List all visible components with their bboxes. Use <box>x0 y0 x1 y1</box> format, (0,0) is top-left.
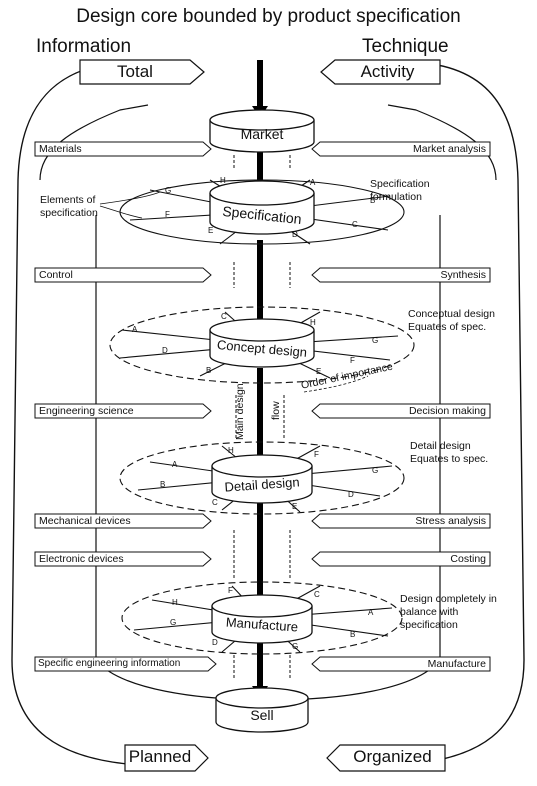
stage-sell: Sell <box>250 707 274 723</box>
spec-letter: E <box>208 226 214 235</box>
spec-letter: H <box>220 176 226 185</box>
planned-arrow-box <box>124 744 209 772</box>
concept-letter: G <box>372 336 379 345</box>
input-engineering-science: Engineering science <box>39 405 134 417</box>
diagram-title: Design core bounded by product specifica… <box>76 6 461 27</box>
planned-label: Planned <box>128 747 192 766</box>
note-design-balance: Design completely in balance with specif… <box>400 593 497 631</box>
note-specification-formulation: Specification formulation <box>370 178 430 203</box>
organized-label: Organized <box>353 747 432 766</box>
spec-letter: A <box>310 178 316 187</box>
input-stress-analysis: Stress analysis <box>415 515 486 527</box>
information-header: Information <box>36 36 132 57</box>
activity-arrow-box <box>320 59 441 85</box>
organized-arrow-box <box>326 744 446 772</box>
outer-left-boundary <box>11 61 141 766</box>
spec-letter: C <box>352 220 358 229</box>
detail-letter: H <box>228 446 234 455</box>
detail-cylinder <box>211 454 313 504</box>
input-decision-making: Decision making <box>408 405 486 417</box>
manufacture-letter: D <box>212 638 218 647</box>
detail-letter: F <box>314 450 319 459</box>
detail-letter: C <box>212 498 218 507</box>
input-market-analysis: Market analysis <box>413 143 486 155</box>
concept-letter: F <box>350 356 355 365</box>
sell-cylinder <box>215 687 309 733</box>
detail-letter: B <box>160 480 166 489</box>
concept-letter: H <box>310 318 316 327</box>
market-cylinder <box>209 109 315 153</box>
spec-letter: F <box>165 210 170 219</box>
manufacture-cylinder <box>211 594 313 644</box>
concept-letter: B <box>206 366 212 375</box>
manufacture-letter: H <box>172 598 178 607</box>
cylinder-right-edge <box>387 104 497 181</box>
elements-pointers <box>99 191 161 219</box>
left-input-arrows <box>34 141 217 672</box>
order-pointer <box>303 375 369 393</box>
input-manufacture: Manufacture <box>427 658 486 670</box>
outer-right-boundary <box>399 61 525 766</box>
spec-letter: G <box>165 186 172 195</box>
detail-letter: D <box>348 490 354 499</box>
total-arrow-box <box>79 59 205 85</box>
input-control: Control <box>39 269 73 281</box>
input-mechanical-devices: Mechanical devices <box>39 515 131 527</box>
concept-letter: A <box>132 325 138 334</box>
technique-header: Technique <box>362 36 449 57</box>
manufacture-letter: G <box>292 642 299 651</box>
concept-cylinder <box>209 318 315 368</box>
activity-label: Activity <box>360 62 415 81</box>
manufacture-letter: A <box>368 608 374 617</box>
note-conceptual-design: Conceptual design Equates of spec. <box>408 308 495 333</box>
spec-letter: D <box>292 230 298 239</box>
concept-letter: C <box>221 312 227 321</box>
specification-cylinder <box>209 180 315 235</box>
manufacture-letter: B <box>350 630 356 639</box>
input-specific-engineering-information: Specific engineering information <box>38 658 181 669</box>
input-costing: Costing <box>450 553 486 565</box>
detail-letter: A <box>172 460 178 469</box>
input-materials: Materials <box>39 143 82 155</box>
manufacture-letter: C <box>314 590 320 599</box>
manufacture-letter: G <box>170 618 177 627</box>
concept-letter: D <box>162 346 168 355</box>
detail-letter: E <box>292 502 298 511</box>
total-label: Total <box>117 62 153 81</box>
minor-flow-arrows <box>233 155 291 680</box>
manufacture-letter: F <box>228 586 233 595</box>
detail-letter: G <box>372 466 379 475</box>
note-main-design: Main design <box>234 383 246 440</box>
concept-letter: E <box>316 367 322 376</box>
note-elements-of-specification: Elements of specification <box>40 194 98 219</box>
stage-market: Market <box>240 126 284 142</box>
note-detail-design: Detail design Equates to spec. <box>410 440 489 465</box>
spec-letter: B <box>370 196 376 205</box>
right-input-arrows <box>311 141 491 672</box>
input-synthesis: Synthesis <box>440 269 486 281</box>
cylinder-left-edge <box>39 104 149 181</box>
input-electronic-devices: Electronic devices <box>39 553 124 565</box>
note-flow: flow <box>270 401 282 420</box>
